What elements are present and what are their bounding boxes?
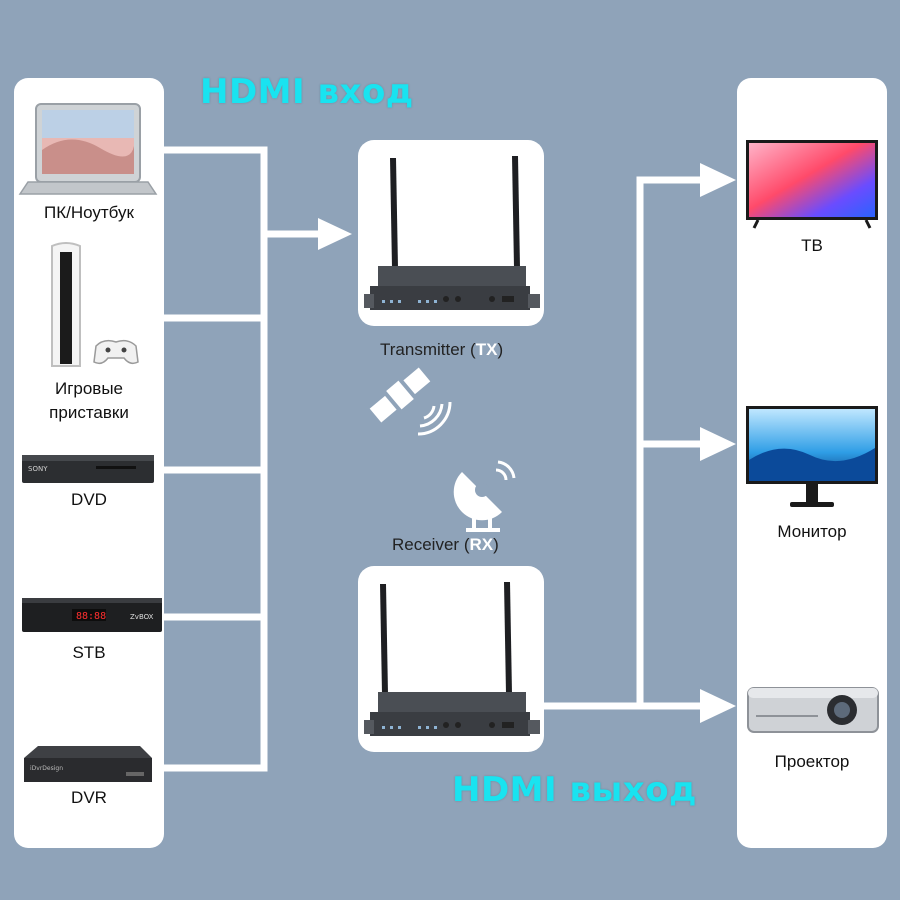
display-label-tv: ТВ <box>737 234 887 258</box>
tv-icon <box>746 140 878 228</box>
projector-icon <box>748 688 878 732</box>
display-label-projector: Проектор <box>737 750 887 774</box>
monitor-icon <box>746 406 878 507</box>
display-label-monitor: Монитор <box>737 520 887 544</box>
